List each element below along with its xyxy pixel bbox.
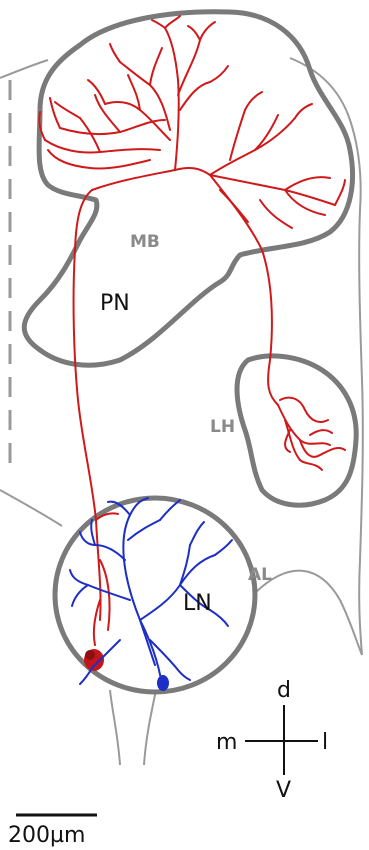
- ln-label: LN: [183, 591, 212, 616]
- dorsal-label: d: [277, 678, 291, 703]
- pn-neuron: [39, 16, 345, 645]
- scale-bar: 200µm: [8, 815, 97, 848]
- medial-label: m: [216, 730, 237, 755]
- al-label: AL: [248, 565, 272, 585]
- lh-label: LH: [210, 417, 235, 437]
- ln-soma: [157, 675, 169, 691]
- brain-outline-bottom: [0, 490, 362, 655]
- al-stalk: [110, 690, 156, 765]
- ventral-label: V: [276, 778, 291, 803]
- lateral-label: l: [322, 730, 328, 755]
- pn-label: PN: [100, 291, 130, 316]
- orientation-compass: d V m l: [216, 678, 328, 803]
- mb-label: MB: [130, 232, 160, 252]
- lh-region-outline: [237, 356, 356, 505]
- scale-bar-label: 200µm: [8, 823, 85, 848]
